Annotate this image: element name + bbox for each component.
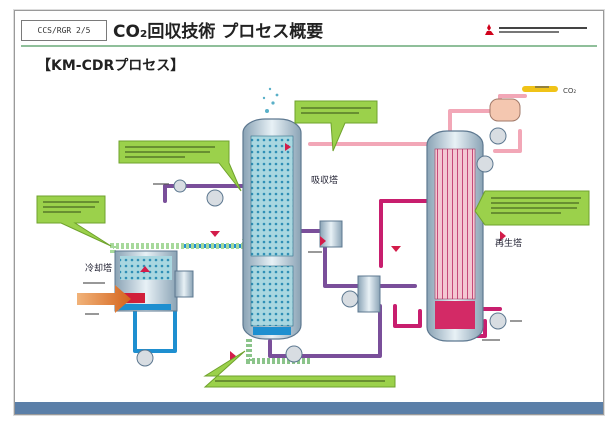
heat-exchanger — [174, 220, 381, 313]
company-logo — [485, 24, 587, 35]
co2-out-label: CO₂ — [563, 87, 576, 95]
process-diagram: 吸収塔 再生塔 冷却塔 CO₂ — [36, 86, 590, 388]
slide-footer — [15, 402, 603, 414]
component-small-labels — [83, 86, 549, 341]
document-id: CCS/RGR 2/5 — [21, 20, 107, 41]
title-divider — [21, 45, 597, 47]
regenerator-label: 再生塔 — [495, 237, 522, 249]
cooler-label: 冷却塔 — [85, 262, 112, 274]
reflux-drum — [489, 98, 521, 122]
slide-title: CO₂回収技術 プロセス概要 — [113, 22, 324, 42]
absorber-label: 吸収塔 — [311, 174, 338, 186]
regenerator-column — [426, 130, 484, 342]
footer-copyright — [23, 403, 25, 410]
pump-icons — [136, 127, 507, 367]
slide: CCS/RGR 2/5 CO₂回収技術 プロセス概要 【KM-CDRプロセス】 — [14, 10, 604, 415]
flow-arrows — [140, 143, 506, 361]
flue-gas-inlet-arrow — [77, 285, 131, 313]
callout-text-lines — [43, 107, 581, 382]
absorber-column — [242, 87, 302, 340]
section-subtitle: 【KM-CDRプロセス】 — [37, 58, 185, 74]
